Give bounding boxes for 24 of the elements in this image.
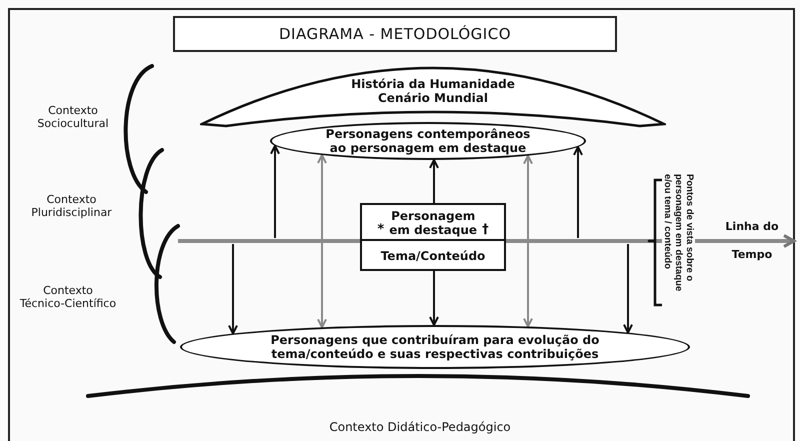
arrow [523, 154, 533, 328]
arrow [429, 158, 439, 203]
arrow [573, 146, 583, 238]
context-label: Contexto Sociocultural [36, 104, 110, 130]
arrow [429, 271, 439, 326]
node-text: Personagens contemporâneos ao personagem em destaque [324, 127, 532, 155]
context-label: Contexto Técnico-Científico [18, 284, 118, 310]
arrow [228, 244, 238, 335]
node-text: * [376, 223, 386, 237]
node-text: Tema/Conteúdo [380, 249, 486, 263]
title: DIAGRAMA - METODOLÓGICO [173, 16, 617, 52]
context-label: Contexto Didático-Pedagógico [328, 420, 512, 434]
process-box [360, 203, 506, 271]
node-text: † [481, 223, 490, 237]
context-label: Contexto Pluridisciplinar [30, 193, 113, 219]
arrow [270, 144, 280, 238]
node-text: Cenário Mundial [377, 91, 489, 105]
arrow [317, 154, 327, 328]
arrow [623, 244, 633, 334]
context-label: Linha do Tempo [724, 219, 780, 263]
arc-band [200, 64, 666, 128]
node-text: História da Humanidade [350, 77, 516, 91]
node-text: Personagem em destaque [388, 209, 478, 237]
node-text: Personagens que contribuíram para evolução do tema/conteúdo e suas respectivas contribuições [270, 333, 600, 361]
